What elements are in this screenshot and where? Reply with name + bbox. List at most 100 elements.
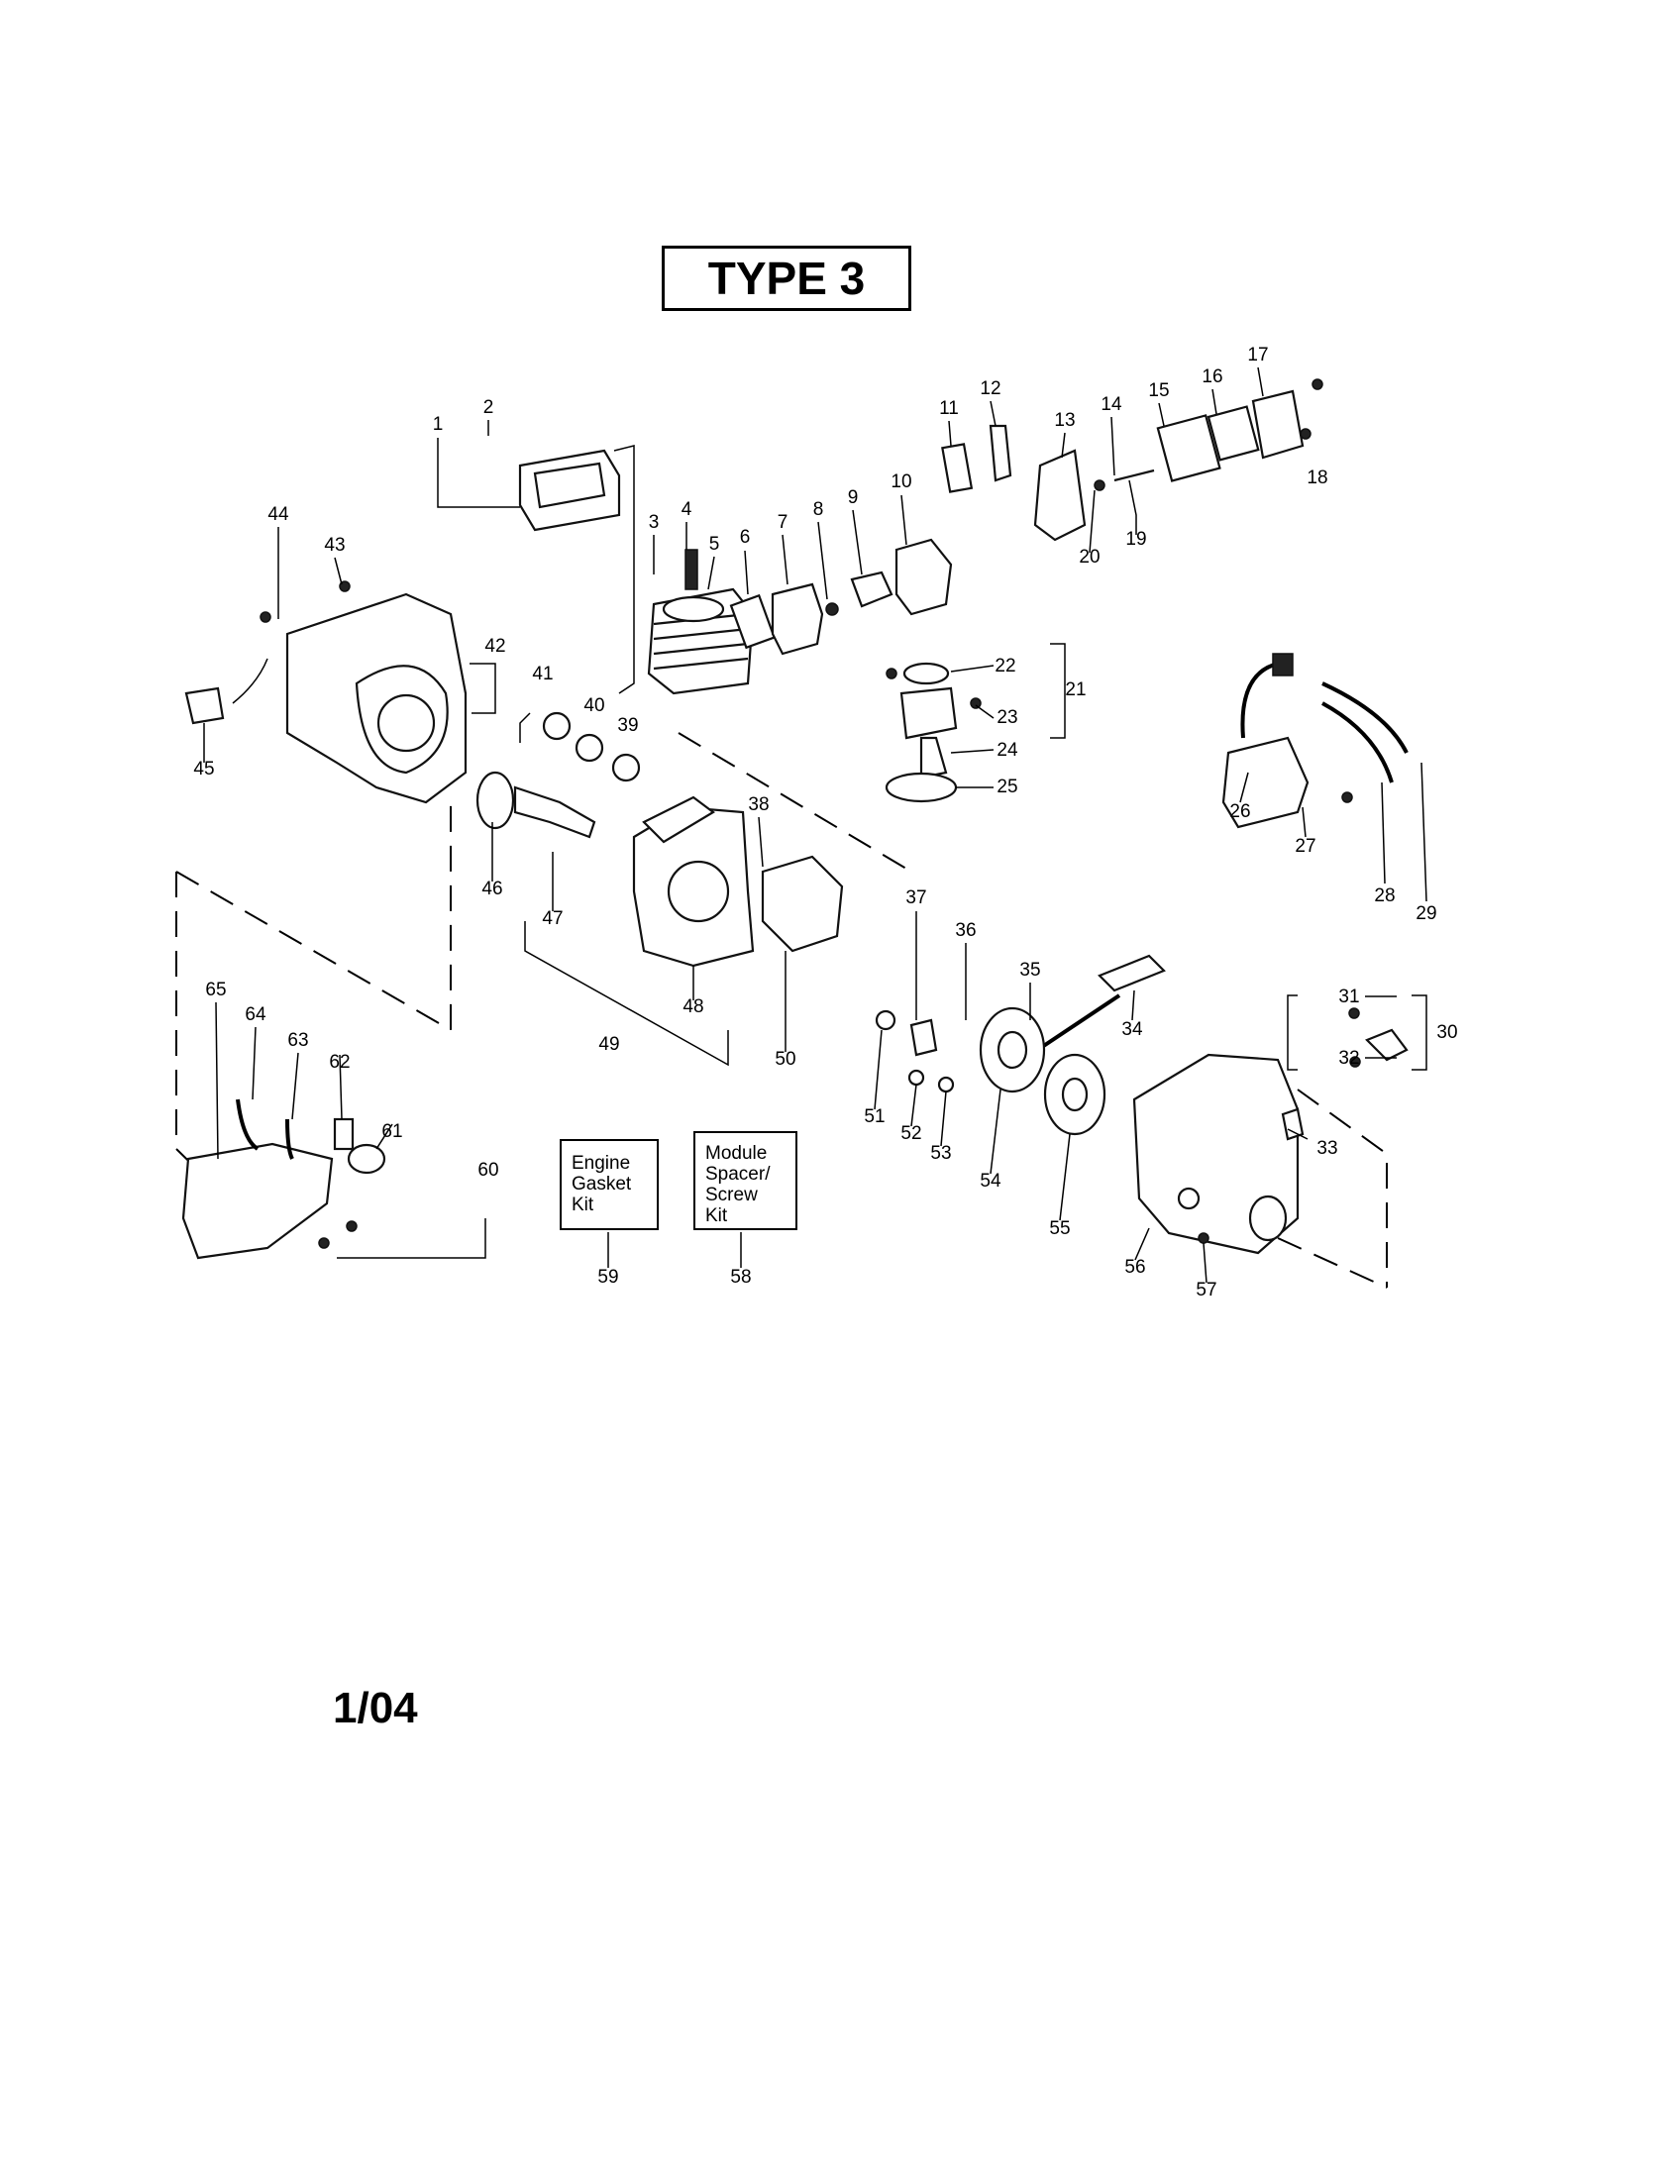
leader-line bbox=[910, 1084, 917, 1127]
callout-number-30: 30 bbox=[1436, 1022, 1457, 1043]
callout-number-43: 43 bbox=[324, 535, 345, 556]
leader-line bbox=[1211, 388, 1217, 415]
ignition-module bbox=[1221, 653, 1409, 829]
cylinder-part bbox=[647, 549, 755, 695]
kit-line: Gasket bbox=[572, 1174, 632, 1195]
brackets bbox=[524, 921, 1427, 1141]
leader-line bbox=[900, 494, 907, 546]
leader-line bbox=[1257, 366, 1264, 397]
callout-number-4: 4 bbox=[682, 499, 692, 520]
callout-number-52: 52 bbox=[900, 1123, 921, 1144]
callout-number-34: 34 bbox=[1121, 1019, 1143, 1040]
callout-number-54: 54 bbox=[980, 1171, 1001, 1192]
revision-date: 1/04 bbox=[333, 1684, 418, 1732]
leader-line bbox=[940, 1091, 947, 1147]
callout-number-45: 45 bbox=[193, 759, 214, 780]
callout-number-15: 15 bbox=[1148, 380, 1169, 401]
leader-line bbox=[1158, 402, 1165, 427]
leader-line bbox=[1381, 781, 1386, 884]
callout-number-24: 24 bbox=[997, 740, 1018, 761]
callout-number-35: 35 bbox=[1019, 960, 1040, 981]
intake-parts bbox=[729, 538, 953, 656]
leader-line bbox=[975, 704, 995, 719]
callout-number-16: 16 bbox=[1202, 366, 1222, 387]
leader-line bbox=[950, 749, 995, 754]
callout-number-29: 29 bbox=[1416, 903, 1436, 924]
callout-number-53: 53 bbox=[930, 1143, 951, 1164]
leader-line bbox=[874, 1029, 883, 1110]
leader-line bbox=[817, 521, 828, 600]
callout-number-39: 39 bbox=[617, 715, 638, 736]
leader-line bbox=[744, 550, 749, 595]
callout-number-38: 38 bbox=[748, 794, 769, 815]
leader-line bbox=[948, 420, 952, 447]
callout-number-58: 58 bbox=[730, 1267, 751, 1288]
dashed-line-left bbox=[175, 872, 259, 1229]
callout-number-63: 63 bbox=[287, 1030, 308, 1051]
callout-number-11: 11 bbox=[939, 398, 959, 419]
leader-line bbox=[291, 1052, 299, 1120]
callout-number-9: 9 bbox=[848, 487, 859, 508]
callout-number-22: 22 bbox=[995, 656, 1015, 676]
callout-number-18: 18 bbox=[1307, 468, 1327, 488]
callout-number-48: 48 bbox=[682, 996, 703, 1017]
kit-line: Kit bbox=[572, 1195, 594, 1215]
leader-line bbox=[334, 557, 343, 585]
fan-housing-part bbox=[285, 592, 496, 804]
assembly-dashed-lines bbox=[175, 732, 1388, 1289]
leader-line bbox=[1131, 989, 1135, 1021]
engine-cover-part bbox=[1132, 1053, 1300, 1255]
callout-number-61: 61 bbox=[381, 1121, 402, 1142]
callout-number-2: 2 bbox=[483, 397, 494, 418]
leader-line bbox=[252, 1026, 257, 1100]
callout-number-50: 50 bbox=[775, 1049, 795, 1070]
callout-number-12: 12 bbox=[980, 378, 1000, 399]
callout-number-20: 20 bbox=[1079, 547, 1100, 568]
callout-number-13: 13 bbox=[1054, 410, 1075, 431]
callout-number-55: 55 bbox=[1049, 1218, 1070, 1239]
callout-number-64: 64 bbox=[245, 1004, 266, 1025]
leader-line bbox=[375, 1123, 393, 1150]
kit-line: Module bbox=[705, 1143, 768, 1164]
callout-number-56: 56 bbox=[1124, 1257, 1145, 1278]
callout-number-33: 33 bbox=[1316, 1138, 1337, 1159]
leader-line bbox=[1059, 1133, 1071, 1221]
engine-gasket-kit-box: Engine Gasket Kit bbox=[560, 1139, 659, 1230]
fuel-tank-part bbox=[181, 1098, 486, 1260]
callout-number-62: 62 bbox=[329, 1052, 350, 1073]
leader-line bbox=[1089, 489, 1096, 554]
starter-parts bbox=[875, 954, 1166, 1136]
callout-number-44: 44 bbox=[267, 504, 289, 525]
leader-line bbox=[1110, 416, 1115, 476]
callout-number-51: 51 bbox=[864, 1106, 885, 1127]
crankcase-part bbox=[632, 795, 755, 968]
leader-line bbox=[1203, 1242, 1208, 1284]
diagram-title: TYPE 3 bbox=[662, 246, 911, 311]
callout-number-40: 40 bbox=[583, 695, 604, 716]
callout-number-47: 47 bbox=[542, 908, 563, 929]
carburetor-parts bbox=[941, 389, 1305, 542]
leader-line bbox=[1287, 1128, 1309, 1140]
callout-number-21: 21 bbox=[1065, 679, 1086, 700]
callout-number-19: 19 bbox=[1125, 529, 1146, 550]
callout-number-10: 10 bbox=[891, 471, 911, 492]
callout-number-28: 28 bbox=[1374, 885, 1395, 906]
callout-number-36: 36 bbox=[955, 920, 976, 941]
leader-line bbox=[1302, 806, 1307, 838]
callout-leaders bbox=[203, 366, 1427, 1284]
leader-line bbox=[1128, 479, 1137, 535]
kit-line: Kit bbox=[705, 1205, 728, 1226]
callout-number-5: 5 bbox=[709, 534, 720, 555]
callout-number-6: 6 bbox=[740, 527, 751, 548]
callout-number-31: 31 bbox=[1338, 987, 1359, 1007]
callout-number-65: 65 bbox=[205, 980, 226, 1000]
leader-line bbox=[1134, 1227, 1150, 1261]
leader-line bbox=[215, 1001, 219, 1160]
callout-number-7: 7 bbox=[778, 512, 788, 533]
callout-number-3: 3 bbox=[649, 512, 660, 533]
leader-line bbox=[852, 509, 863, 575]
callout-number-59: 59 bbox=[597, 1267, 618, 1288]
